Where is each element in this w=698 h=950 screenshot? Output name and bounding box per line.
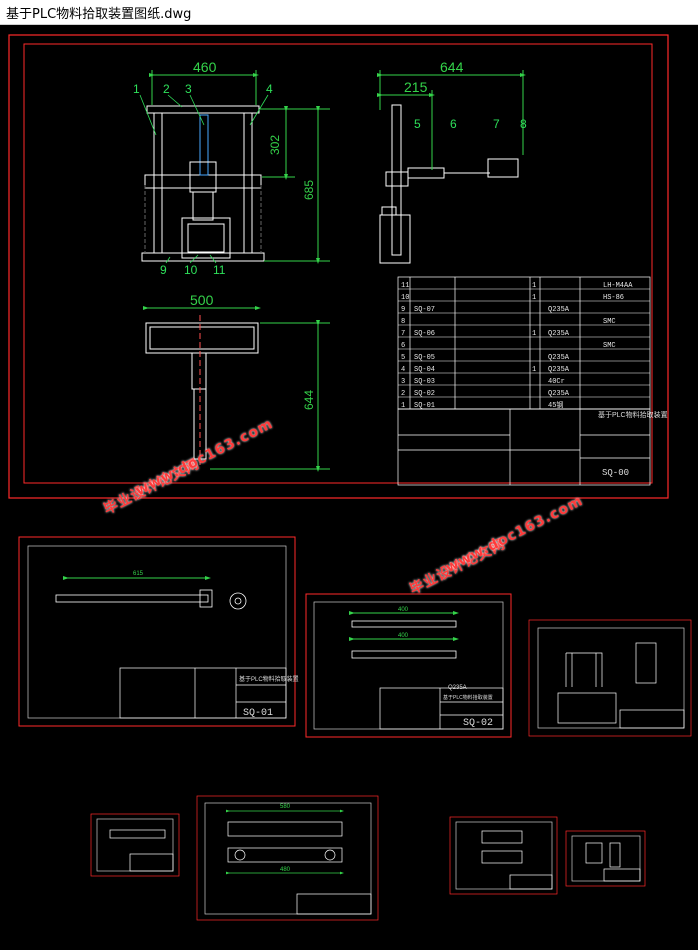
- bom-cell-no: 5: [401, 354, 405, 362]
- dim-front-upper: 302: [268, 135, 282, 155]
- sheet-small-c: [565, 830, 646, 887]
- drawing-svg: 460 302 685 1 2 3 4 9 10 11 644 215 5 6 …: [8, 34, 692, 921]
- plan-view: [145, 315, 259, 465]
- bom-cell-qty: 1: [532, 366, 536, 374]
- bom-cell-mat: Q235A: [548, 306, 570, 314]
- bom-cell-no: 10: [401, 294, 409, 302]
- sq02-dim-top: 400: [398, 607, 409, 613]
- bom-cell-no: 8: [401, 318, 405, 326]
- bom-cell-no: 4: [401, 366, 405, 374]
- bom-cell-no: 3: [401, 378, 405, 386]
- sq02-no: SQ-02: [463, 718, 493, 729]
- sq01-dim: 615: [133, 571, 144, 577]
- bom-cell-qty: 1: [532, 294, 536, 302]
- side-dims: [377, 70, 526, 170]
- balloon-10: 10: [184, 263, 198, 277]
- front-view: [141, 105, 265, 262]
- bom-cell-mat: 45钢: [548, 400, 563, 410]
- balloon-7: 7: [493, 117, 500, 131]
- sheet-bracket: [528, 619, 692, 737]
- dim-front-width: 460: [193, 59, 217, 75]
- main-drawing-no: SQ-00: [602, 468, 629, 478]
- bom-cell-code: SQ-07: [414, 306, 435, 314]
- balloon-8: 8: [520, 117, 527, 131]
- dim-plan-depth: 644: [302, 390, 316, 410]
- balloon-11: 11: [213, 263, 226, 277]
- bom-cell-qty: 1: [532, 330, 536, 338]
- bom-cell-std: SMC: [603, 318, 616, 326]
- sq02-title: 基于PLC物料拾取装置: [443, 694, 493, 701]
- bom-cell-no: 9: [401, 306, 405, 314]
- side-view: [379, 104, 519, 264]
- sq01-title: 基于PLC物料拾取装置: [239, 675, 299, 683]
- sq02-dim-bottom: 400: [398, 633, 409, 639]
- dim-plan-width: 500: [190, 292, 214, 308]
- bom-cell-no: 2: [401, 390, 405, 398]
- bom-cell-mat: 40Cr: [548, 378, 565, 386]
- dim-side-width: 644: [440, 59, 464, 75]
- bom-cell-code: SQ-06: [414, 330, 435, 338]
- sheet-small-b: [449, 816, 558, 895]
- bom-cell-code: SQ-01: [414, 402, 435, 410]
- bom-cell-no: 1: [401, 402, 405, 410]
- s7-dim-bottom: 480: [280, 867, 291, 873]
- balloon-2: 2: [163, 82, 170, 96]
- dim-front-total: 685: [302, 180, 316, 200]
- plan-dims: [143, 306, 330, 472]
- sq01-no: SQ-01: [243, 708, 273, 719]
- sheet-s7: [196, 795, 379, 921]
- bom-cell-code: SQ-02: [414, 390, 435, 398]
- balloon-5: 5: [414, 117, 421, 131]
- bom-cell-code: SQ-03: [414, 378, 435, 386]
- bom-cell-code: SQ-05: [414, 354, 435, 362]
- bom-cell-std: LH-M4AA: [603, 282, 633, 290]
- sq02-mat: Q235A: [448, 685, 467, 691]
- bom-cell-mat: Q235A: [548, 330, 570, 338]
- bom-cell-std: SMC: [603, 342, 616, 350]
- bom-cell-no: 11: [401, 282, 409, 290]
- sheet-sq01: [18, 536, 296, 727]
- front-dims: [149, 70, 330, 264]
- sheet-sq02: [305, 593, 512, 738]
- bom-cell-code: SQ-04: [414, 366, 435, 374]
- window-title: 基于PLC物料拾取装置图纸.dwg: [6, 7, 192, 22]
- balloon-4: 4: [266, 82, 273, 96]
- bom-cell-std: HS-86: [603, 294, 624, 302]
- bom-cell-qty: 1: [532, 282, 536, 290]
- balloon-1: 1: [133, 82, 140, 96]
- s7-dim-top: 580: [280, 804, 291, 810]
- main-sheet: [8, 34, 669, 499]
- balloon-9: 9: [160, 263, 167, 277]
- cad-canvas[interactable]: 460 302 685 1 2 3 4 9 10 11 644 215 5 6 …: [0, 25, 698, 950]
- balloon-6: 6: [450, 117, 457, 131]
- bom-cell-mat: Q235A: [548, 390, 570, 398]
- bom-table: [397, 276, 651, 486]
- dim-side-offset: 215: [404, 79, 428, 95]
- bom-cell-no: 7: [401, 330, 405, 338]
- balloon-3: 3: [185, 82, 192, 96]
- window-title-bar: 基于PLC物料拾取装置图纸.dwg: [0, 0, 698, 25]
- sheet-small-a: [90, 813, 180, 877]
- main-title-name: 基于PLC物料拾取装置: [598, 410, 668, 419]
- balloon-group-front: 1 2 3 4 9 10 11: [133, 82, 273, 277]
- bom-cell-mat: Q235A: [548, 354, 570, 362]
- balloon-group-side: 5 6 7 8: [414, 117, 527, 131]
- bom-cell-no: 6: [401, 342, 405, 350]
- bom-cell-mat: Q235A: [548, 366, 570, 374]
